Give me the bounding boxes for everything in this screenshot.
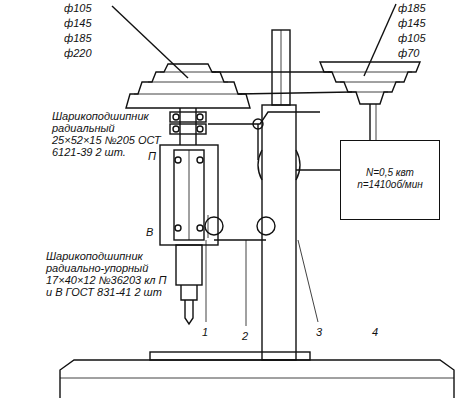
diameter-label: ф185: [398, 2, 426, 14]
diameter-label: ф185: [64, 32, 92, 44]
motor-box: N=0,5 квтn=1410об/мин: [340, 140, 440, 220]
motor-mount: [296, 169, 340, 170]
part-letter: П: [148, 150, 156, 162]
callout-number: 3: [316, 326, 322, 338]
motor-rating: N=0,5 квт: [344, 167, 436, 179]
diameter-label: ф70: [398, 47, 419, 59]
belt: [238, 92, 352, 94]
spindle-sleeve: [176, 245, 202, 324]
diameter-label: ф145: [64, 17, 92, 29]
spindle-step-pulley: [126, 64, 250, 108]
motor-shaft: [369, 104, 370, 140]
headstock: [160, 145, 218, 245]
leader-line: [112, 6, 188, 78]
base-table: [60, 352, 454, 398]
motor-step-pulley: [320, 62, 420, 104]
callout-number: 2: [242, 330, 248, 342]
column: [258, 30, 300, 360]
feed-gears: [205, 215, 275, 240]
part-letter: В: [146, 226, 153, 238]
spindle-upper: [170, 108, 206, 145]
diameter-label: ф105: [398, 32, 426, 44]
pivot: [253, 119, 263, 129]
callout-number: 1: [202, 326, 208, 338]
diameter-label: ф105: [64, 2, 92, 14]
motor-rating: n=1410об/мин: [344, 179, 436, 191]
callout-number: 4: [372, 326, 378, 338]
diameter-label: ф220: [64, 47, 92, 59]
leader-line: [364, 4, 396, 76]
diameter-label: ф145: [398, 17, 426, 29]
bracket: [208, 112, 320, 160]
bearing-note: Шарикоподшипник радиально-упорный 17×40×…: [46, 250, 174, 298]
bearing-note: Шарикоподшипник радиальный 25×52×15 №205…: [52, 110, 164, 158]
